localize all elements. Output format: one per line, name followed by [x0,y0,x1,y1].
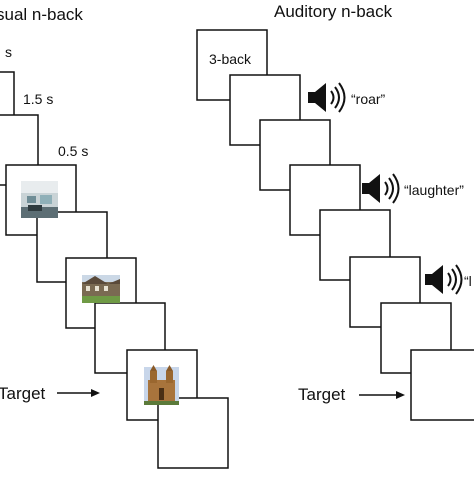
auditory-target-arrow [359,391,405,399]
speaker-icon [308,83,345,112]
visual-frame-8 [158,398,228,468]
speaker-icon [362,174,399,203]
visual-target-arrow [57,389,100,397]
room-photo-icon [21,181,58,218]
auditory-word-2: “laughter” [404,182,464,198]
visual-title: sual n-back [0,5,83,24]
house-photo-icon [82,275,120,303]
auditory-title: Auditory n-back [274,2,393,21]
visual-target-label: Target [0,384,46,403]
auditory-frame-8 [411,350,474,420]
auditory-condition-label: 3-back [209,51,252,67]
visual-time-long: 1.5 s [23,91,53,107]
visual-frame-stack [0,72,228,468]
auditory-word-3: “l [464,273,472,289]
visual-time-short: 0.5 s [58,143,88,159]
cathedral-photo-icon [144,365,179,405]
auditory-word-1: “roar” [351,91,386,107]
speaker-icon [425,265,462,294]
visual-time-partial: s [5,44,12,60]
auditory-target-label: Target [298,385,346,404]
